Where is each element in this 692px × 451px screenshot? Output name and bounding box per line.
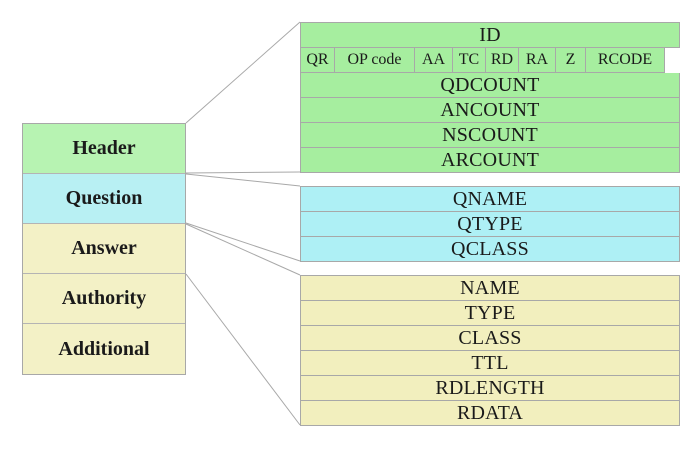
header-format-table: ID QR OP code AA TC RD RA Z RCODE QDCOUN…	[300, 22, 680, 173]
field-arcount: ARCOUNT	[301, 148, 680, 173]
question-connector-top	[185, 173, 301, 187]
field-ancount: ANCOUNT	[301, 98, 680, 123]
field-type: TYPE	[301, 301, 680, 326]
field-qclass: QCLASS	[301, 237, 680, 262]
field-ttl: TTL	[301, 351, 680, 376]
record-connector-top	[185, 223, 301, 276]
question-connector-bottom	[185, 222, 301, 262]
question-format-table: QNAME QTYPE QCLASS	[300, 186, 680, 262]
field-qdcount: QDCOUNT	[301, 73, 680, 98]
header-flags-row: QR OP code AA TC RD RA Z RCODE	[301, 48, 680, 73]
field-rdlength: RDLENGTH	[301, 376, 680, 401]
field-id: ID	[301, 23, 680, 48]
resource-record-table: NAME TYPE CLASS TTL RDLENGTH RDATA	[300, 275, 680, 426]
record-connector-bottom	[185, 273, 301, 426]
field-nscount: NSCOUNT	[301, 123, 680, 148]
flag-rcode: RCODE	[586, 48, 665, 73]
header-connector-bottom	[185, 171, 301, 174]
dns-message-sections: Header Question Answer Authority Additio…	[22, 123, 186, 375]
flag-tc: TC	[453, 48, 486, 73]
section-header: Header	[23, 124, 185, 174]
flag-qr: QR	[301, 48, 335, 73]
flag-ra: RA	[519, 48, 556, 73]
field-qtype: QTYPE	[301, 212, 680, 237]
field-class: CLASS	[301, 326, 680, 351]
field-name: NAME	[301, 276, 680, 301]
flag-aa: AA	[415, 48, 453, 73]
flag-rd: RD	[486, 48, 519, 73]
section-additional: Additional	[23, 324, 185, 374]
flag-opcode: OP code	[335, 48, 415, 73]
flag-z: Z	[556, 48, 586, 73]
field-rdata: RDATA	[301, 401, 680, 426]
section-authority: Authority	[23, 274, 185, 324]
field-qname: QNAME	[301, 187, 680, 212]
header-connector-top	[185, 21, 301, 124]
section-answer: Answer	[23, 224, 185, 274]
section-question: Question	[23, 174, 185, 224]
